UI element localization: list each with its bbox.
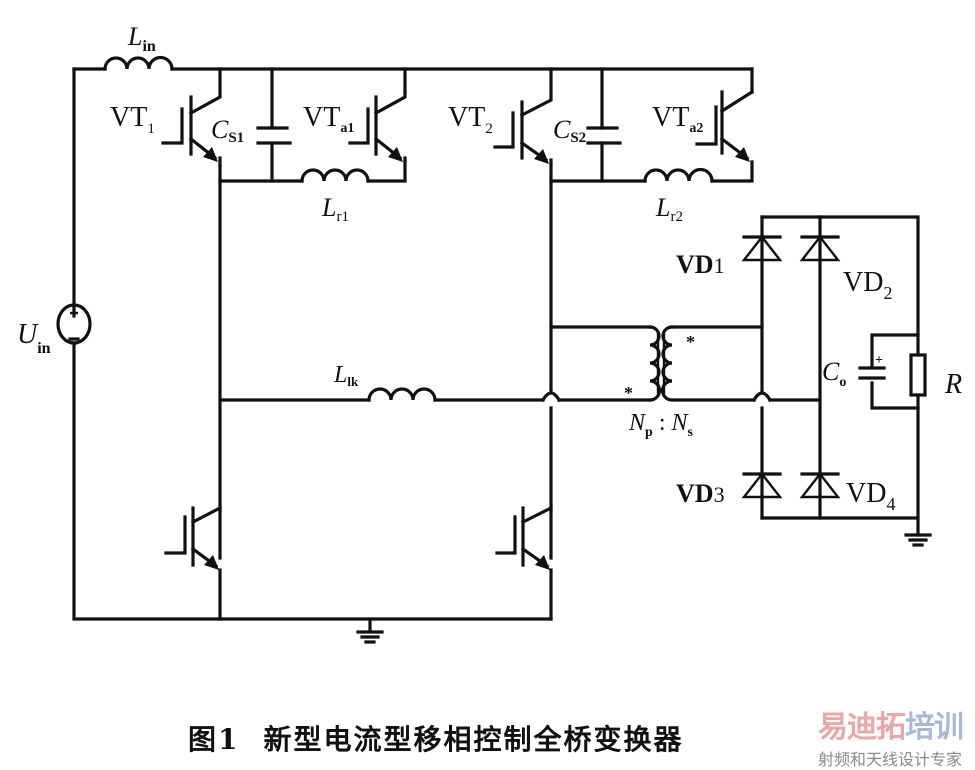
label-lr1: Lr1 <box>321 193 349 225</box>
watermark-brand-part2: 培训 <box>905 710 964 745</box>
diode-vd1 <box>741 235 783 262</box>
label-lin: Lin <box>127 22 156 55</box>
resistor-r <box>909 353 927 397</box>
label-co: Co <box>822 357 846 390</box>
igbt-vt2 <box>493 67 553 167</box>
inductor-lr2 <box>643 167 714 183</box>
primary-dot: * <box>624 383 633 403</box>
left-rail <box>72 67 553 621</box>
figure-caption: 图1 新型电流型移相控制全桥变换器 <box>188 718 684 758</box>
capacitor-cs1 <box>256 126 292 145</box>
label-vt2: VT2 <box>448 102 493 137</box>
crossover-bump-leg2 <box>540 391 562 403</box>
label-cs1: CS1 <box>211 115 244 146</box>
wiring <box>72 67 920 621</box>
igbt-vta1 <box>348 90 407 164</box>
aux1-branch <box>218 160 407 183</box>
label-cs2: CS2 <box>553 115 586 146</box>
capacitor-co: + <box>858 353 886 380</box>
inductor-lr1 <box>300 168 370 183</box>
inductor-llk <box>367 387 437 402</box>
diode-vd3 <box>741 472 783 499</box>
igbt-vta2 <box>695 89 755 162</box>
label-vt1: VT1 <box>110 102 155 137</box>
capacitor-cs2 <box>586 126 622 145</box>
co-polarity: + <box>875 353 883 368</box>
label-lr2: Lr2 <box>655 193 683 225</box>
label-uin: Uin <box>17 319 51 357</box>
watermark: 易迪拓培训 射频和天线设计专家 <box>818 712 975 770</box>
figure-number: 图1 <box>188 723 240 756</box>
igbt-vt1 <box>161 67 222 167</box>
transformer: * * <box>624 325 695 403</box>
label-llk: Llk <box>333 362 359 389</box>
watermark-brand: 易迪拓培训 <box>818 712 975 744</box>
inductor-lin <box>103 55 174 71</box>
ground-icon-primary <box>356 617 384 644</box>
label-vta1: VTa1 <box>303 102 354 136</box>
igbt-vt4 <box>495 505 553 570</box>
diode-vd2 <box>799 235 841 262</box>
diode-vd4 <box>799 472 841 499</box>
secondary-dot: * <box>686 332 695 352</box>
label-vd1: VD1 <box>676 250 725 279</box>
watermark-brand-part1: 易迪拓 <box>818 710 906 745</box>
label-r: R <box>944 369 962 400</box>
label-vd3: VD3 <box>676 479 725 508</box>
label-vd2: VD2 <box>843 267 892 303</box>
watermark-tagline: 射频和天线设计专家 <box>818 750 963 769</box>
label-vd4: VD4 <box>846 478 895 514</box>
label-turns-ratio: Np:Ns <box>628 410 694 440</box>
crossover-bump-rect <box>751 391 773 403</box>
co-loop <box>870 333 920 410</box>
rectifier-top <box>760 215 920 357</box>
figure-title: 新型电流型移相控制全桥变换器 <box>263 723 684 756</box>
rectifier-bottom <box>760 393 920 537</box>
ground-icon-secondary <box>904 533 932 547</box>
aux2-branch <box>549 160 754 183</box>
voltage-source-uin <box>56 303 92 345</box>
igbt-vt3 <box>164 505 222 570</box>
label-vta2: VTa2 <box>652 102 703 136</box>
